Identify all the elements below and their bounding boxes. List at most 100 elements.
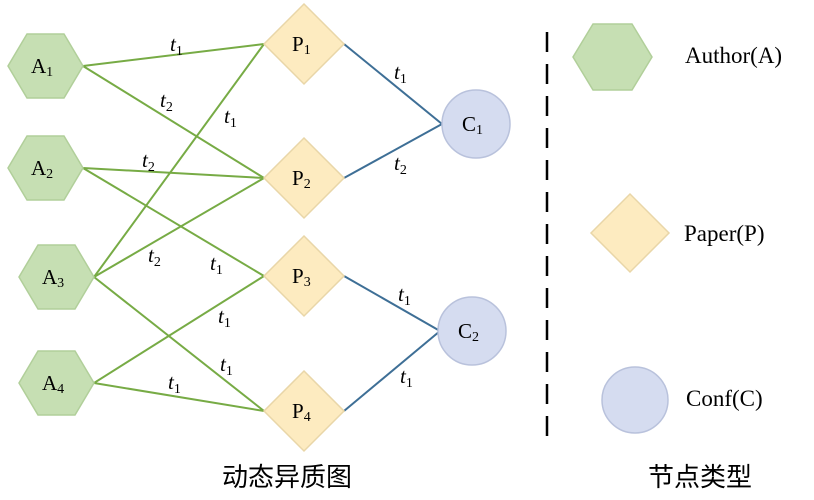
edge-p4-c2 (343, 330, 441, 412)
paper-node: P1 (262, 2, 346, 86)
author-letter: A (31, 156, 47, 180)
paper-conf-edges (343, 43, 443, 412)
author-letter: A (42, 371, 58, 395)
edge-time-label: t1 (220, 352, 233, 379)
edge-time-label: t1 (400, 364, 413, 391)
edge-time-letter: t (210, 251, 217, 275)
paper-letter: P (292, 32, 304, 56)
edge-a3-p4 (93, 276, 265, 412)
paper-node: P2 (262, 136, 346, 220)
conf-subscript: 2 (472, 330, 479, 345)
svg-text:A1: A1 (31, 54, 53, 80)
svg-text:P4: P4 (292, 399, 311, 425)
types-caption: 节点类型 (648, 463, 752, 493)
edge-time-label: t2 (148, 243, 161, 270)
legend-paper-label: Paper(P) (684, 221, 764, 246)
edge-time-letter: t (168, 370, 175, 394)
edge-time-subscript: 2 (154, 255, 161, 270)
edge-a3-p1 (93, 43, 265, 278)
graph-caption: 动态异质图 (222, 463, 352, 493)
edge-time-label: t1 (210, 251, 223, 278)
conf-letter: C (462, 112, 476, 136)
svg-text:A4: A4 (42, 371, 64, 397)
edge-time-letter: t (218, 304, 225, 328)
author-paper-edges (82, 43, 265, 412)
svg-text:C2: C2 (458, 319, 479, 345)
edge-time-label: t1 (170, 32, 183, 59)
author-letter: A (31, 54, 47, 78)
author-letter: A (42, 265, 58, 289)
edge-a4-p4 (93, 382, 265, 412)
edge-a2-p2 (82, 167, 265, 179)
author-subscript: 2 (46, 167, 53, 182)
edge-time-label: t1 (224, 104, 237, 131)
edge-time-letter: t (398, 282, 405, 306)
author-node: A2 (7, 135, 84, 201)
edge-time-letter: t (148, 243, 155, 267)
edge-a3-p2 (93, 177, 265, 278)
paper-letter: P (292, 399, 304, 423)
edge-time-subscript: 1 (174, 382, 181, 397)
edge-time-letter: t (160, 88, 167, 112)
edge-time-subscript: 1 (230, 116, 237, 131)
edge-time-subscript: 1 (226, 364, 233, 379)
edge-time-subscript: 1 (176, 44, 183, 59)
edge-a1-p1 (82, 43, 265, 67)
edge-time-letter: t (400, 364, 407, 388)
edge-time-subscript: 1 (216, 263, 223, 278)
edge-a2-p3 (82, 167, 265, 277)
paper-node: P3 (262, 234, 346, 318)
edge-time-label: t1 (394, 60, 407, 87)
edge-time-letter: t (220, 352, 227, 376)
edge-time-letter: t (170, 32, 177, 56)
svg-text:P3: P3 (292, 264, 311, 290)
paper-subscript: 3 (304, 275, 311, 290)
svg-text:C1: C1 (462, 112, 483, 138)
svg-text:P2: P2 (292, 166, 311, 192)
edge-time-subscript: 1 (406, 376, 413, 391)
edge-time-letter: t (394, 151, 401, 175)
author-subscript: 4 (57, 382, 64, 397)
paper-letter: P (292, 166, 304, 190)
legend: Author(A) Paper(P) Conf(C) (572, 23, 782, 434)
legend-conf-label: Conf(C) (686, 386, 763, 411)
paper-subscript: 4 (304, 410, 311, 425)
edge-time-subscript: 1 (224, 316, 231, 331)
edge-time-label: t1 (168, 370, 181, 397)
svg-text:A3: A3 (42, 265, 64, 291)
author-subscript: 1 (46, 65, 53, 80)
conf-node: C1 (441, 89, 511, 159)
edge-time-label: t2 (394, 151, 407, 178)
edge-time-label: t1 (218, 304, 231, 331)
edge-time-subscript: 2 (148, 160, 155, 175)
edge-p3-c2 (343, 275, 441, 332)
conf-node: C2 (437, 296, 507, 366)
edge-a4-p3 (93, 275, 265, 384)
svg-text:P1: P1 (292, 32, 311, 58)
paper-subscript: 2 (304, 177, 311, 192)
edge-time-subscript: 1 (404, 294, 411, 309)
edge-time-label: t2 (142, 148, 155, 175)
edge-time-subscript: 2 (400, 163, 407, 178)
edge-time-letter: t (142, 148, 149, 172)
author-node: A3 (18, 244, 95, 310)
edge-p1-c1 (343, 43, 443, 125)
edge-time-subscript: 1 (400, 72, 407, 87)
conf-letter: C (458, 319, 472, 343)
edge-time-subscript: 2 (166, 100, 173, 115)
author-node: A1 (7, 33, 84, 99)
edge-time-letter: t (394, 60, 401, 84)
edge-time-label: t1 (398, 282, 411, 309)
edge-p2-c1 (343, 123, 443, 179)
author-node: A4 (18, 350, 95, 416)
conf-subscript: 1 (476, 123, 483, 138)
paper-subscript: 1 (304, 43, 311, 58)
paper-letter: P (292, 264, 304, 288)
svg-text:A2: A2 (31, 156, 53, 182)
edge-time-label: t2 (160, 88, 173, 115)
author-subscript: 3 (57, 276, 64, 291)
edge-time-letter: t (224, 104, 231, 128)
edge-a1-p2 (82, 65, 265, 179)
paper-node: P4 (262, 369, 346, 453)
